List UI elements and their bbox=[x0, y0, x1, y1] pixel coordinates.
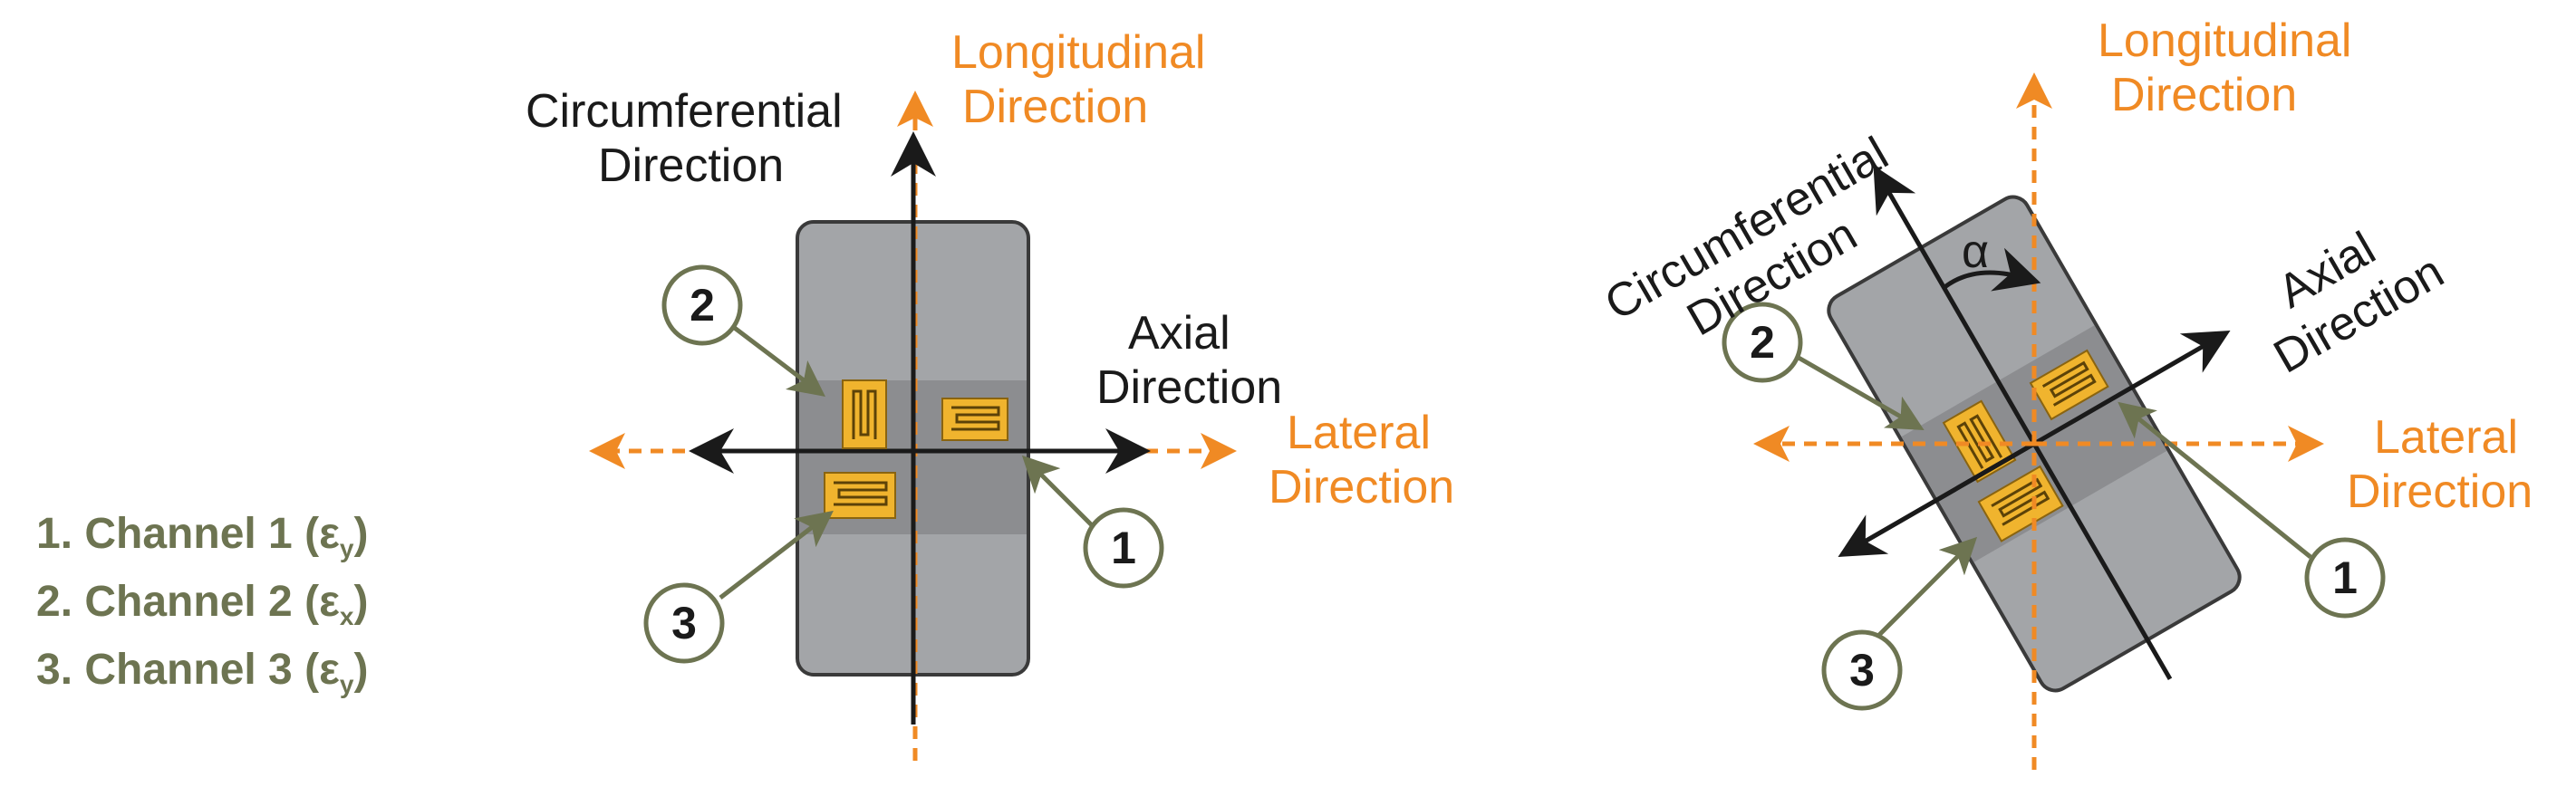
callout-3-label-right: 3 bbox=[1849, 645, 1875, 696]
legend-item-2: 2. Channel 2 (εx) bbox=[36, 578, 368, 630]
right-diagram: α 2 1 3 Longitudinal Direction Circumfer… bbox=[1597, 14, 2533, 770]
left-diagram: 2 1 3 Longitudinal Direction Circumferen… bbox=[526, 26, 1454, 761]
callout-2-label: 2 bbox=[690, 280, 715, 331]
left-axial-label: Axial Direction bbox=[1096, 307, 1282, 414]
callout-1-circle bbox=[1083, 507, 1164, 589]
callout-1-label-right: 1 bbox=[2332, 552, 2358, 603]
left-longitudinal-label: Longitudinal Direction bbox=[951, 26, 1219, 133]
gauge-3-horizontal bbox=[824, 472, 896, 519]
callout-1-label: 1 bbox=[1111, 523, 1136, 573]
legend-item-3: 3. Channel 3 (εy) bbox=[36, 646, 368, 698]
gauge-1-horizontal bbox=[941, 398, 1008, 441]
callout-2-circle bbox=[661, 264, 743, 346]
legend-item-1: 1. Channel 1 (εy) bbox=[36, 510, 368, 562]
callout-1-leader bbox=[1021, 455, 1094, 527]
right-axial-label-group: Axial Direction bbox=[2238, 198, 2453, 384]
circumferential-axis-arrow-rotated bbox=[1873, 165, 2173, 681]
gauge-2-vertical bbox=[842, 379, 887, 449]
callout-2-leader-right bbox=[1797, 355, 1925, 430]
legend: 1. Channel 1 (εy) 2. Channel 2 (εx) 3. C… bbox=[36, 510, 368, 698]
callout-2-circle-right bbox=[1722, 302, 1803, 383]
right-lateral-label: Lateral Direction bbox=[2347, 411, 2533, 518]
axial-axis-arrow-rotated-back bbox=[1838, 441, 2036, 557]
gauge-3-rotated bbox=[1977, 465, 2064, 542]
callout-2-leader bbox=[730, 324, 825, 398]
callout-2-label-right: 2 bbox=[1750, 317, 1775, 368]
gauge-1-rotated bbox=[2029, 349, 2109, 421]
callout-1-circle-right bbox=[2304, 537, 2386, 619]
left-circumferential-label: Circumferential Direction bbox=[526, 85, 855, 192]
callout-3-label: 3 bbox=[671, 598, 697, 648]
left-lateral-label: Lateral Direction bbox=[1269, 407, 1454, 513]
right-axial-label: Axial Direction bbox=[2238, 198, 2453, 384]
right-longitudinal-label: Longitudinal Direction bbox=[2098, 14, 2365, 121]
callout-3-circle-right bbox=[1821, 629, 1903, 711]
callout-3-leader bbox=[719, 510, 834, 600]
callout-3-leader-right bbox=[1869, 536, 1978, 645]
gauge-2-rotated bbox=[1942, 399, 2017, 484]
angle-arc bbox=[1942, 247, 2041, 292]
angle-alpha-label: α bbox=[1962, 226, 1989, 278]
callout-1-leader-right bbox=[2118, 401, 2312, 559]
callout-3-circle bbox=[643, 582, 725, 664]
